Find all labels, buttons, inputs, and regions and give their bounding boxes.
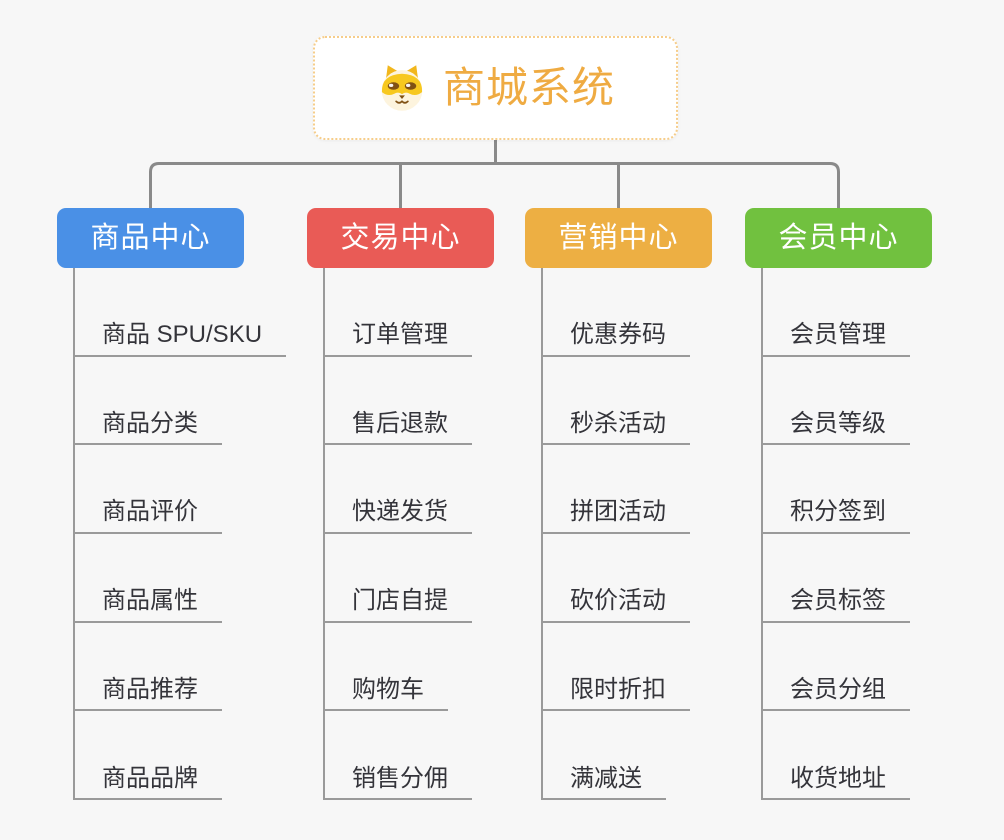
leaf-row: 快递发货 [325, 445, 494, 535]
leaf-row: 限时折扣 [543, 623, 712, 712]
leaf-node[interactable]: 商品评价 [75, 498, 222, 535]
leaf-node[interactable]: 收货地址 [763, 765, 910, 801]
leaf-row: 会员管理 [763, 268, 932, 357]
leaf-node[interactable]: 会员分组 [763, 676, 910, 712]
leaf-node[interactable]: 限时折扣 [543, 676, 690, 712]
leaf-row: 商品评价 [75, 445, 244, 535]
leaf-row: 门店自提 [325, 534, 494, 623]
root-node[interactable]: 商城系统 [313, 36, 678, 140]
leaf-row: 商品分类 [75, 357, 244, 446]
leaf-node[interactable]: 满减送 [543, 765, 666, 801]
leaf-row: 商品 SPU/SKU [75, 268, 287, 357]
branch-label: 商品中心 [90, 221, 211, 254]
leaf-row: 商品属性 [75, 534, 244, 623]
leaf-row: 砍价活动 [543, 534, 712, 623]
branch-label: 营销中心 [558, 221, 679, 254]
branch-header-member-center[interactable]: 会员中心 [745, 208, 932, 268]
leaf-node[interactable]: 销售分佣 [325, 765, 472, 801]
branch-product-center: 商品中心 商品 SPU/SKU 商品分类 商品评价 商品属性 商品推荐 商品品牌 [57, 208, 287, 801]
branch-label: 交易中心 [340, 221, 461, 254]
branch-header-trade-center[interactable]: 交易中心 [307, 208, 494, 268]
branch-marketing-center: 营销中心 优惠券码 秒杀活动 拼团活动 砍价活动 限时折扣 满减送 [525, 208, 712, 801]
leaf-node[interactable]: 会员管理 [763, 321, 910, 357]
branch-header-product-center[interactable]: 商品中心 [57, 208, 244, 268]
branch-label: 会员中心 [778, 221, 899, 254]
leaf-row: 商品推荐 [75, 623, 244, 712]
leaf-row: 满减送 [543, 711, 712, 801]
leaf-node[interactable]: 门店自提 [325, 587, 472, 623]
leaf-row: 会员标签 [763, 534, 932, 623]
branch-member-center: 会员中心 会员管理 会员等级 积分签到 会员标签 会员分组 收货地址 [745, 208, 932, 801]
leaf-row: 收货地址 [763, 711, 932, 801]
branch-bus-line [149, 162, 840, 209]
leaf-row: 会员等级 [763, 357, 932, 446]
leaf-node[interactable]: 商品分类 [75, 410, 222, 446]
leaf-row: 售后退款 [325, 357, 494, 446]
branch-children: 会员管理 会员等级 积分签到 会员标签 会员分组 收货地址 [761, 268, 932, 801]
leaf-row: 积分签到 [763, 445, 932, 535]
leaf-row: 购物车 [325, 623, 494, 712]
leaf-node[interactable]: 售后退款 [325, 410, 472, 446]
leaf-node[interactable]: 秒杀活动 [543, 410, 690, 446]
branch-header-marketing-center[interactable]: 营销中心 [525, 208, 712, 268]
leaf-row: 会员分组 [763, 623, 932, 712]
leaf-node[interactable]: 购物车 [325, 676, 448, 712]
leaf-row: 订单管理 [325, 268, 494, 357]
leaf-node[interactable]: 商品品牌 [75, 765, 222, 801]
leaf-node[interactable]: 优惠券码 [543, 321, 690, 357]
leaf-node[interactable]: 积分签到 [763, 498, 910, 535]
leaf-row: 优惠券码 [543, 268, 712, 357]
branch-children: 商品 SPU/SKU 商品分类 商品评价 商品属性 商品推荐 商品品牌 [73, 268, 287, 801]
root-title: 商城系统 [442, 64, 615, 111]
dog-face-icon [376, 62, 428, 114]
leaf-node[interactable]: 拼团活动 [543, 498, 690, 535]
leaf-node[interactable]: 砍价活动 [543, 587, 690, 623]
leaf-node[interactable]: 商品推荐 [75, 676, 222, 712]
leaf-row: 拼团活动 [543, 445, 712, 535]
leaf-node[interactable]: 商品属性 [75, 587, 222, 623]
leaf-row: 销售分佣 [325, 711, 494, 801]
leaf-node[interactable]: 订单管理 [325, 321, 472, 357]
leaf-node[interactable]: 快递发货 [325, 498, 472, 535]
branch-trade-center: 交易中心 订单管理 售后退款 快递发货 门店自提 购物车 销售分佣 [307, 208, 494, 801]
leaf-node[interactable]: 会员等级 [763, 410, 910, 446]
branch-children: 优惠券码 秒杀活动 拼团活动 砍价活动 限时折扣 满减送 [541, 268, 712, 801]
leaf-row: 秒杀活动 [543, 357, 712, 446]
branch-children: 订单管理 售后退款 快递发货 门店自提 购物车 销售分佣 [323, 268, 494, 801]
leaf-row: 商品品牌 [75, 711, 244, 801]
leaf-node[interactable]: 商品 SPU/SKU [75, 321, 287, 357]
leaf-node[interactable]: 会员标签 [763, 587, 910, 623]
